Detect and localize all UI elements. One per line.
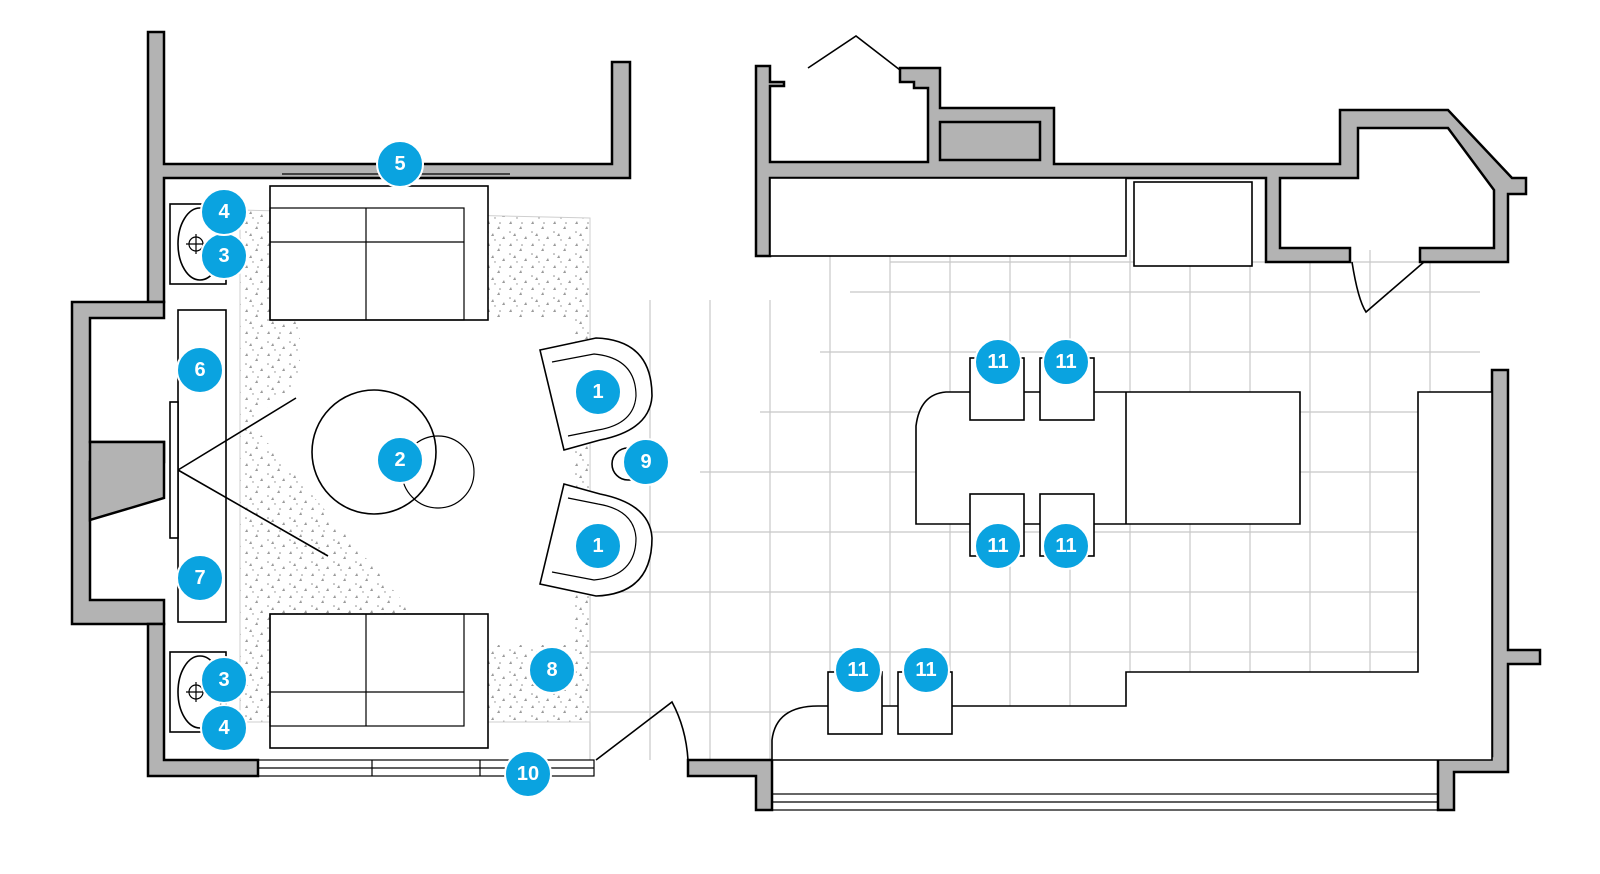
- marker-lamp-bottom-label: 3: [218, 669, 229, 691]
- marker-side-table-bottom-label: 4: [218, 717, 230, 739]
- living-room-door: [595, 700, 689, 761]
- pantry-door: [1351, 261, 1425, 314]
- marker-armchair-bottom: 1: [574, 522, 622, 570]
- marker-window-top-label: 5: [394, 153, 405, 175]
- marker-lamp-top-label: 3: [218, 245, 229, 267]
- marker-fireplace-lower: 7: [176, 554, 224, 602]
- kitchen-walls: [754, 64, 1542, 812]
- marker-fireplace-upper: 6: [176, 346, 224, 394]
- marker-coffee-table-label: 2: [394, 449, 405, 471]
- marker-armchair-top: 1: [574, 368, 622, 416]
- marker-side-table-top-label: 4: [218, 201, 230, 223]
- sofa-top: [269, 185, 489, 321]
- marker-stool-2: 11: [1042, 338, 1090, 386]
- marker-stool-1-label: 11: [987, 351, 1008, 373]
- marker-armchair-bottom-label: 1: [592, 535, 603, 557]
- marker-window-bottom: 10: [504, 750, 552, 798]
- kitchen-window-bottom: [771, 793, 1439, 811]
- markers: 1 1 2 3 4 3 4 5 6 7 8 9: [176, 140, 1090, 798]
- marker-coffee-table: 2: [376, 436, 424, 484]
- marker-side-table-top: 4: [200, 188, 248, 236]
- marker-stool-3: 11: [974, 522, 1022, 570]
- marker-rug: 8: [528, 646, 576, 694]
- marker-window-top: 5: [376, 140, 424, 188]
- marker-stool-2-label: 11: [1055, 351, 1076, 373]
- marker-stool-6-label: 11: [915, 659, 936, 681]
- marker-stool-3-label: 11: [987, 535, 1008, 557]
- marker-stool-4: 11: [1042, 522, 1090, 570]
- marker-fireplace-lower-label: 7: [194, 567, 205, 589]
- marker-stool-6: 11: [902, 646, 950, 694]
- tv: [169, 401, 179, 539]
- marker-armchair-top-label: 1: [592, 381, 603, 403]
- marker-stool-5: 11: [834, 646, 882, 694]
- sofa-bottom: [269, 613, 489, 749]
- marker-stool-4-label: 11: [1055, 535, 1076, 557]
- marker-lamp-bottom: 3: [200, 656, 248, 704]
- marker-accent-table: 9: [622, 438, 670, 486]
- marker-accent-table-label: 9: [640, 451, 651, 473]
- marker-side-table-bottom: 4: [200, 704, 248, 752]
- marker-window-bottom-label: 10: [517, 763, 539, 785]
- marker-lamp-top: 3: [200, 232, 248, 280]
- kitchen-entry-door: [807, 35, 901, 71]
- marker-stool-5-label: 11: [847, 659, 868, 681]
- marker-rug-label: 8: [546, 659, 557, 681]
- marker-stool-1: 11: [974, 338, 1022, 386]
- marker-fireplace-upper-label: 6: [194, 359, 205, 381]
